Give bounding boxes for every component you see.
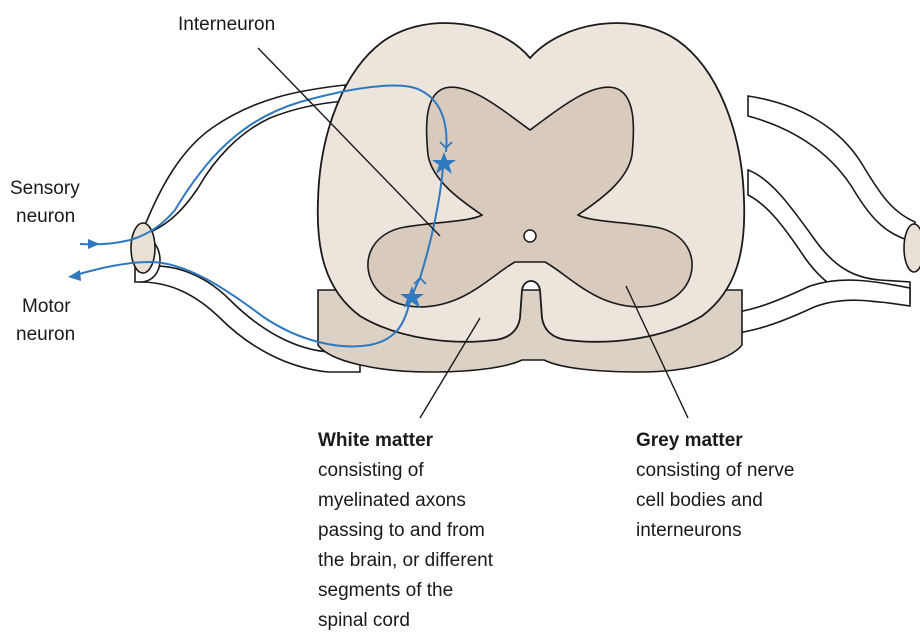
white-matter-desc-line: spinal cord	[318, 610, 410, 631]
white-matter-desc-line: myelinated axons	[318, 490, 466, 511]
interneuron-label: Interneuron	[178, 14, 275, 35]
central-canal	[524, 230, 536, 242]
grey-matter-title: Grey matter	[636, 430, 743, 451]
right-root-cut-end	[904, 224, 920, 272]
grey-matter-caption: Grey matter consisting of nerve cell bod…	[636, 430, 794, 541]
white-matter-caption: White matter consisting of myelinated ax…	[318, 430, 494, 631]
motor-neuron-label-line1: Motor	[22, 296, 71, 317]
white-matter-title: White matter	[318, 430, 434, 451]
sensory-arrow-icon	[88, 239, 100, 249]
white-matter-desc-line: segments of the	[318, 580, 453, 601]
white-matter-desc-line: passing to and from	[318, 520, 485, 541]
motor-arrow-icon	[68, 270, 81, 281]
white-matter-desc-line: the brain, or different	[318, 550, 494, 571]
sensory-neuron-label-line2: neuron	[16, 206, 75, 227]
white-matter-desc-line: consisting of	[318, 460, 424, 481]
grey-matter-desc-line: cell bodies and	[636, 490, 763, 511]
motor-neuron-label-line2: neuron	[16, 324, 75, 345]
grey-matter-desc-line: interneurons	[636, 520, 742, 541]
grey-matter-desc-line: consisting of nerve	[636, 460, 794, 481]
sensory-neuron-label-line1: Sensory	[10, 178, 80, 199]
